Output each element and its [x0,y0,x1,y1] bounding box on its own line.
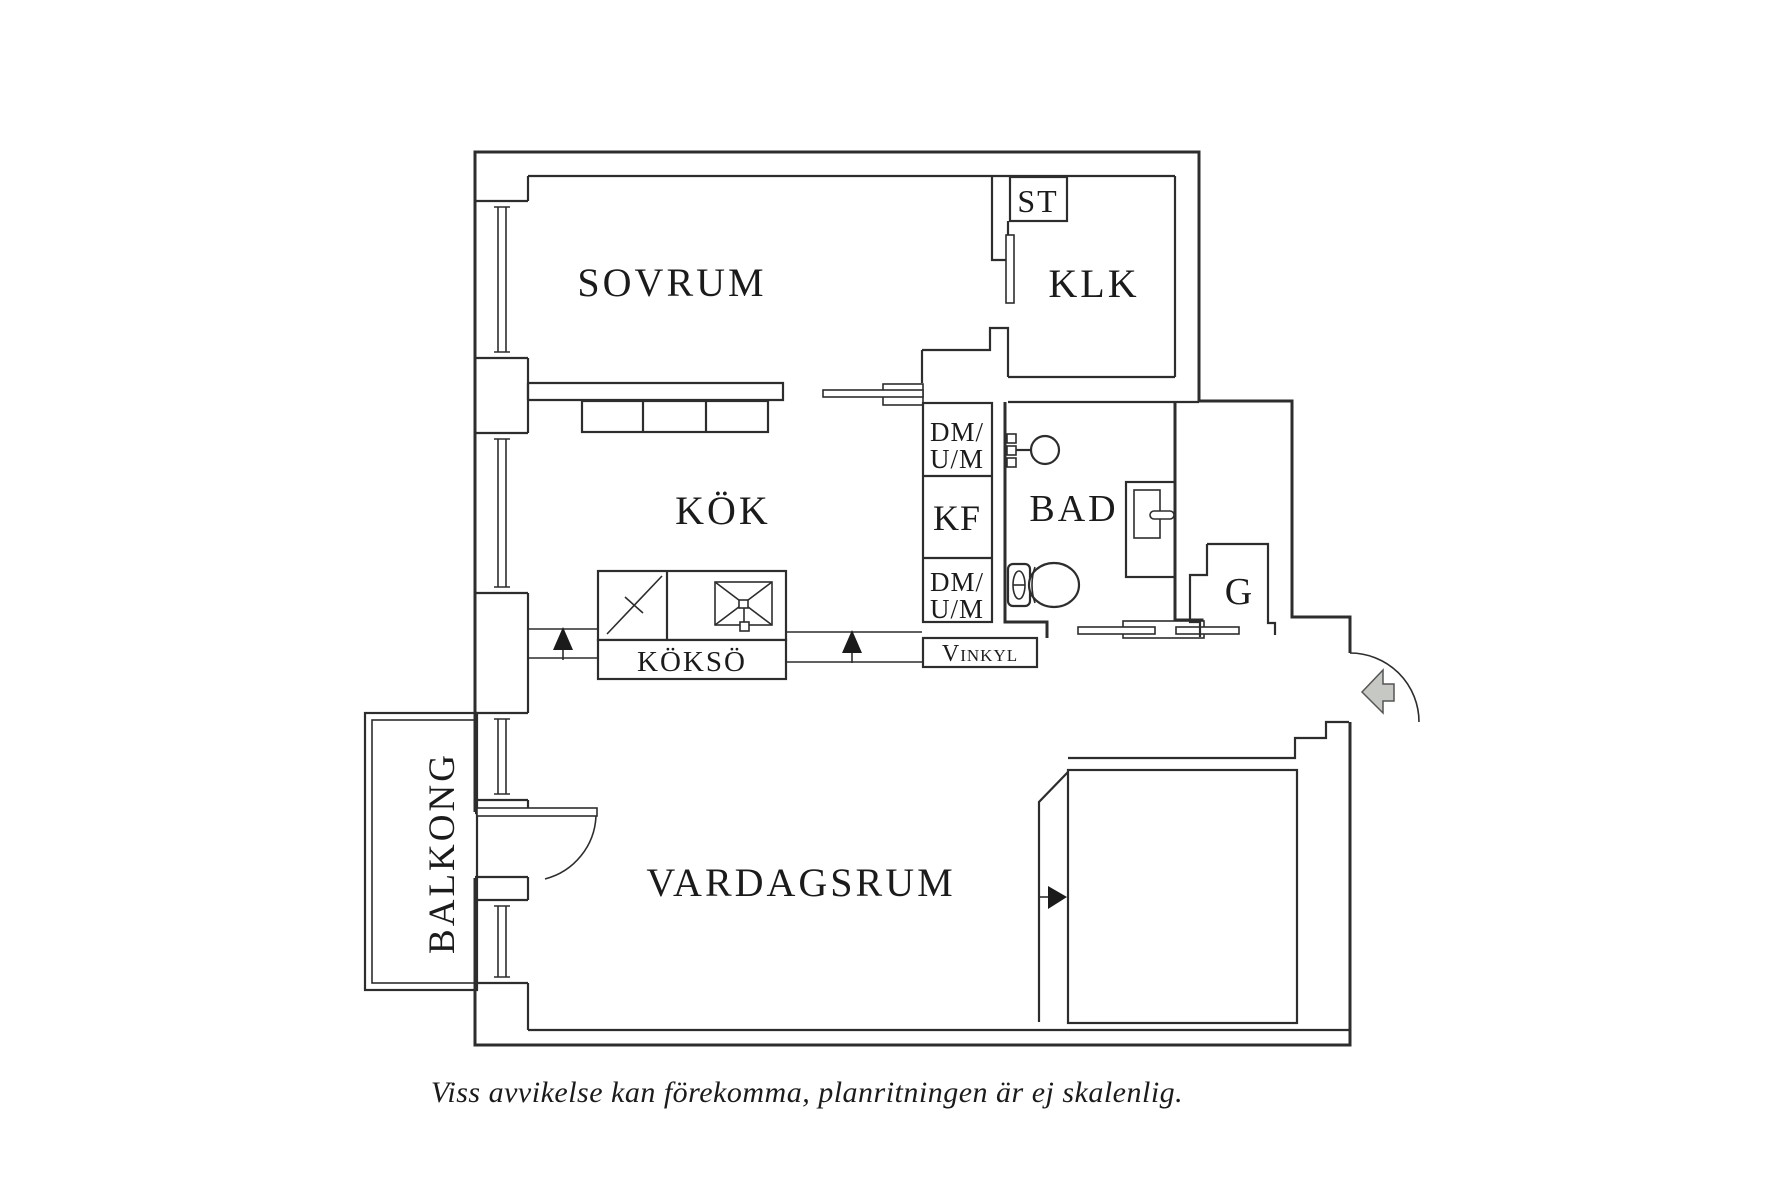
disclaimer-caption: Viss avvikelse kan förekomma, planritnin… [431,1076,1183,1109]
entry-door-icon [1349,652,1420,723]
exterior-walls [473,150,1352,1047]
appliance-label-kf: KF [933,498,981,538]
appliance-label-dm2: DM/ [930,567,984,597]
room-label-sovrum: SOVRUM [577,260,766,305]
alcove-arrow-icon [1040,886,1067,909]
room-label-bad: BAD [1029,488,1118,530]
window-icon [475,711,528,802]
vinkyl-box [921,636,1039,669]
balcony [363,711,598,992]
counter-boxes [580,399,770,434]
toilet-icon [1006,561,1081,609]
alcove-door-icon [1037,771,1069,1022]
appliance-label-dm: DM/ [930,417,984,447]
appliance-label-um: U/M [930,444,984,474]
room-label-klk: KLK [1048,261,1139,306]
appliance-label-kokso: KÖKSÖ [637,646,747,678]
kitchen-island [596,569,788,681]
appliance-label-um2: U/M [930,594,984,624]
window-icon [475,898,528,985]
window-icon [475,199,528,360]
direction-arrow-icon [842,630,862,663]
klk-door-icon [1005,234,1015,304]
shower-icon [1124,480,1177,579]
window-icon [475,431,528,595]
bathroom-fixtures [1006,433,1177,609]
doors [822,234,1420,723]
direction-arrow-icon [553,627,573,660]
room-label-balkong: BALKONG [422,752,463,954]
room-label-st: ST [1017,183,1058,219]
threshold-icon [1077,620,1240,639]
entry-arrow-icon [1360,668,1395,715]
g-closet-box [1188,542,1277,637]
alcove-room [1037,768,1299,1025]
room-label-g: G [1225,571,1255,613]
stove-icon [606,575,663,635]
kitchen-sink-icon [714,581,773,632]
balcony-door-icon [475,807,598,880]
windows [475,199,528,985]
appliance-column [921,401,1039,669]
labels: SOVRUM KLK ST KÖK BAD G VARDAGSRUM BALKO… [422,183,1255,1109]
closets [580,175,1277,637]
room-label-vardagsrum: VARDAGSRUM [646,860,955,905]
room-label-kok: KÖK [675,488,771,533]
kitchen-fixtures [528,569,922,681]
sliding-door-icon [822,383,924,406]
appliance-label-vinkyl: Vinkyl [942,641,1018,667]
sink-icon [1006,433,1061,468]
st-closet-box [1008,175,1069,223]
